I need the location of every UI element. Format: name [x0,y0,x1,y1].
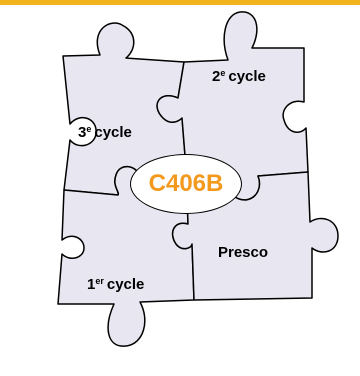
top-accent-bar [0,0,360,5]
puzzle-piece-1er-cycle [57,166,195,347]
center-code: C406B [148,170,224,197]
center-badge: C406B [130,154,242,214]
label-presco: Presco [218,244,269,261]
